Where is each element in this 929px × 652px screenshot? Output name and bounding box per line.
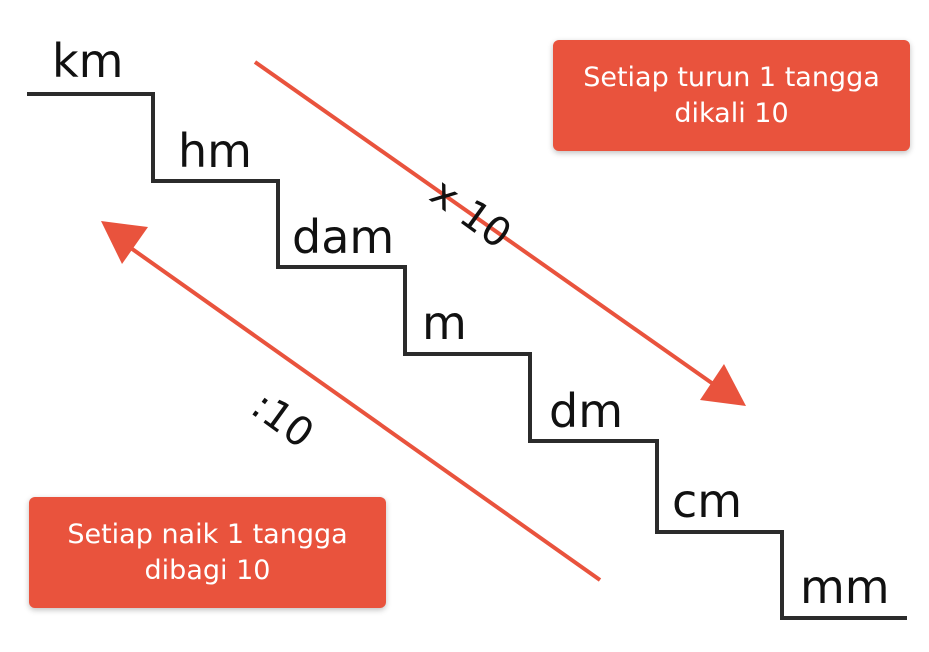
multiply-rule-line2: dikali 10: [674, 97, 789, 129]
multiply-rule-note: Setiap turun 1 tangga dikali 10: [553, 40, 910, 151]
unit-label-m: m: [422, 296, 467, 350]
unit-label-mm: mm: [800, 560, 890, 614]
unit-label-km: km: [52, 34, 124, 88]
staircase-line: [27, 92, 907, 620]
multiply-rule-line1: Setiap turun 1 tangga: [583, 62, 880, 94]
divide-arrow-shaft: [126, 244, 602, 582]
unit-label-hm: hm: [178, 124, 252, 178]
multiply-arrow-head-icon: [700, 364, 746, 406]
unit-label-dm: dm: [549, 384, 624, 438]
unit-label-dam: dam: [292, 210, 395, 264]
divide-rule-note: Setiap naik 1 tangga dibagi 10: [29, 497, 386, 608]
divide-rule-line1: Setiap naik 1 tangga: [67, 519, 348, 551]
divide-arrow-head-icon: [101, 221, 148, 264]
divide-rule-line2: dibagi 10: [144, 554, 271, 586]
multiply-arrow-shaft: [253, 60, 718, 388]
unit-label-cm: cm: [672, 474, 743, 528]
